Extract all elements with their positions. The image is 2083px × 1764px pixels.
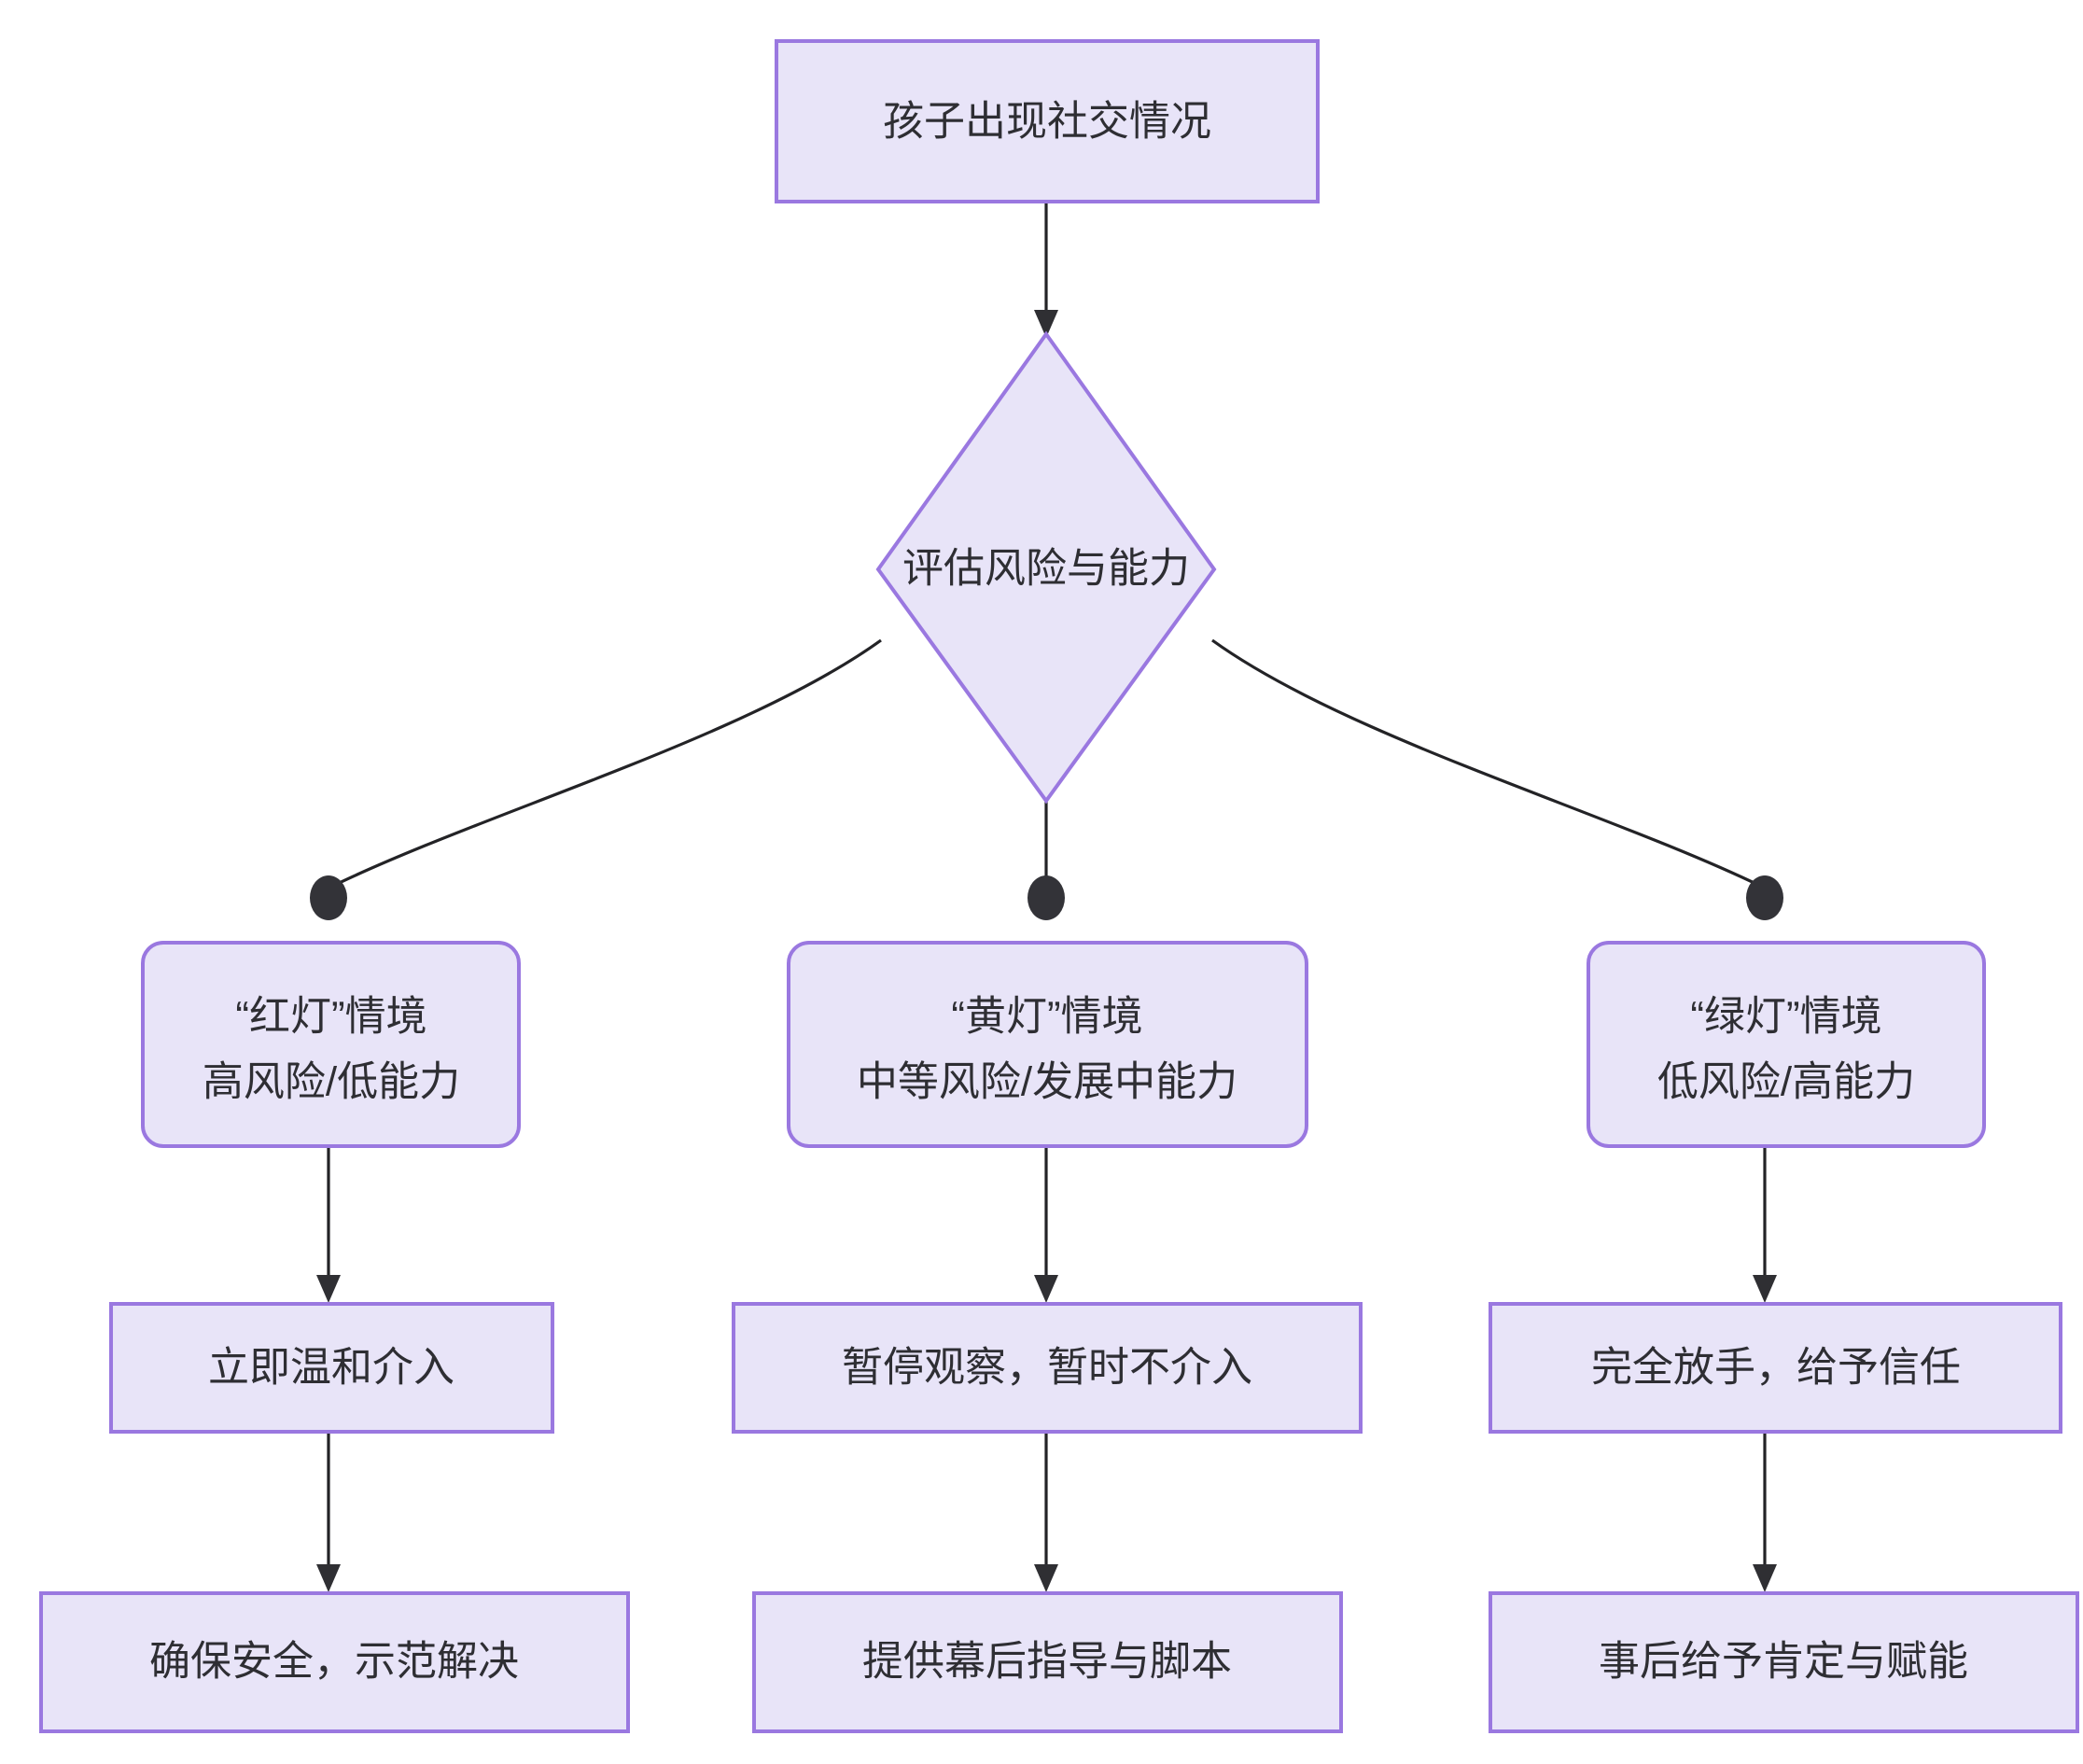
arrowhead-icon — [1753, 1564, 1777, 1592]
arrowhead-icon — [1034, 1564, 1058, 1592]
node-red-followup[interactable]: 确保安全，示范解决 — [39, 1591, 630, 1733]
node-yellow-action-shape[interactable] — [732, 1302, 1363, 1434]
node-red-followup-shape[interactable] — [39, 1591, 630, 1733]
node-green-scenario-label-line1: “绿灯”情境 — [1690, 994, 1881, 1040]
edge-yellow-action-to-yellow-followup — [1034, 1432, 1058, 1592]
edge-endpoint-dot-icon — [1746, 875, 1783, 920]
arrowhead-icon — [1753, 1275, 1777, 1303]
node-red-scenario-shape[interactable] — [141, 941, 521, 1148]
edge-line — [1211, 638, 1763, 889]
node-yellow-scenario-label-line2: 中等风险/发展中能力 — [857, 1059, 1237, 1105]
edge-line — [330, 638, 882, 889]
node-red-scenario[interactable]: “红灯”情境 高风险/低能力 — [141, 941, 521, 1148]
edge-green-to-green-action — [1753, 1146, 1777, 1303]
edge-decision-to-green — [1211, 638, 1783, 920]
node-red-action-label: 立即温和介入 — [208, 1345, 454, 1391]
arrowhead-icon — [316, 1564, 341, 1592]
edge-red-action-to-red-followup — [316, 1432, 341, 1592]
node-start-shape[interactable] — [775, 39, 1320, 203]
node-green-action[interactable]: 完全放手，给予信任 — [1489, 1302, 2062, 1434]
node-yellow-scenario-shape[interactable] — [787, 941, 1308, 1148]
node-start[interactable]: 孩子出现社交情况 — [775, 39, 1320, 203]
edge-start-to-decision — [1034, 202, 1058, 338]
arrowhead-icon — [316, 1275, 341, 1303]
edge-yellow-to-yellow-action — [1034, 1146, 1058, 1303]
node-green-scenario-shape[interactable] — [1587, 941, 1986, 1148]
node-decision-shape[interactable] — [875, 330, 1217, 805]
arrowhead-icon — [1034, 310, 1058, 338]
node-yellow-followup-shape[interactable] — [752, 1591, 1343, 1733]
node-green-followup-label: 事后给予肯定与赋能 — [1599, 1639, 1968, 1685]
node-red-action-shape[interactable] — [109, 1302, 554, 1434]
node-yellow-followup[interactable]: 提供幕后指导与脚本 — [752, 1591, 1343, 1733]
edge-decision-to-red — [310, 638, 882, 920]
node-green-action-label: 完全放手，给予信任 — [1591, 1345, 1961, 1391]
edge-green-action-to-green-followup — [1753, 1432, 1777, 1592]
node-decision[interactable]: 评估风险与能力 — [875, 330, 1217, 805]
node-yellow-followup-label: 提供幕后指导与脚本 — [862, 1639, 1232, 1685]
edge-decision-to-yellow — [1028, 801, 1065, 920]
node-red-scenario-label-line1: “红灯”情境 — [235, 994, 426, 1040]
node-red-action[interactable]: 立即温和介入 — [109, 1302, 554, 1434]
edge-red-to-red-action — [316, 1146, 341, 1303]
node-layer: 孩子出现社交情况 评估风险与能力 “红灯”情境 高风险/低能力 “黄灯”情境 中… — [39, 39, 2079, 1733]
edge-endpoint-dot-icon — [310, 875, 347, 920]
node-yellow-scenario[interactable]: “黄灯”情境 中等风险/发展中能力 — [787, 941, 1308, 1148]
node-yellow-action[interactable]: 暂停观察，暂时不介入 — [732, 1302, 1363, 1434]
node-decision-label: 评估风险与能力 — [902, 546, 1190, 592]
node-start-label: 孩子出现社交情况 — [883, 99, 1211, 145]
node-green-followup[interactable]: 事后给予肯定与赋能 — [1489, 1591, 2079, 1733]
arrowhead-icon — [1034, 1275, 1058, 1303]
edge-endpoint-dot-icon — [1028, 875, 1065, 920]
edge-layer — [310, 202, 1783, 1592]
node-green-action-shape[interactable] — [1489, 1302, 2062, 1434]
node-red-followup-label: 确保安全，示范解决 — [149, 1639, 519, 1685]
node-yellow-scenario-label-line1: “黄灯”情境 — [951, 994, 1142, 1040]
node-green-scenario[interactable]: “绿灯”情境 低风险/高能力 — [1587, 941, 1986, 1148]
node-green-scenario-label-line2: 低风险/高能力 — [1657, 1059, 1915, 1105]
node-green-followup-shape[interactable] — [1489, 1591, 2079, 1733]
node-red-scenario-label-line2: 高风险/低能力 — [203, 1059, 460, 1105]
node-yellow-action-label: 暂停观察，暂时不介入 — [842, 1345, 1252, 1391]
